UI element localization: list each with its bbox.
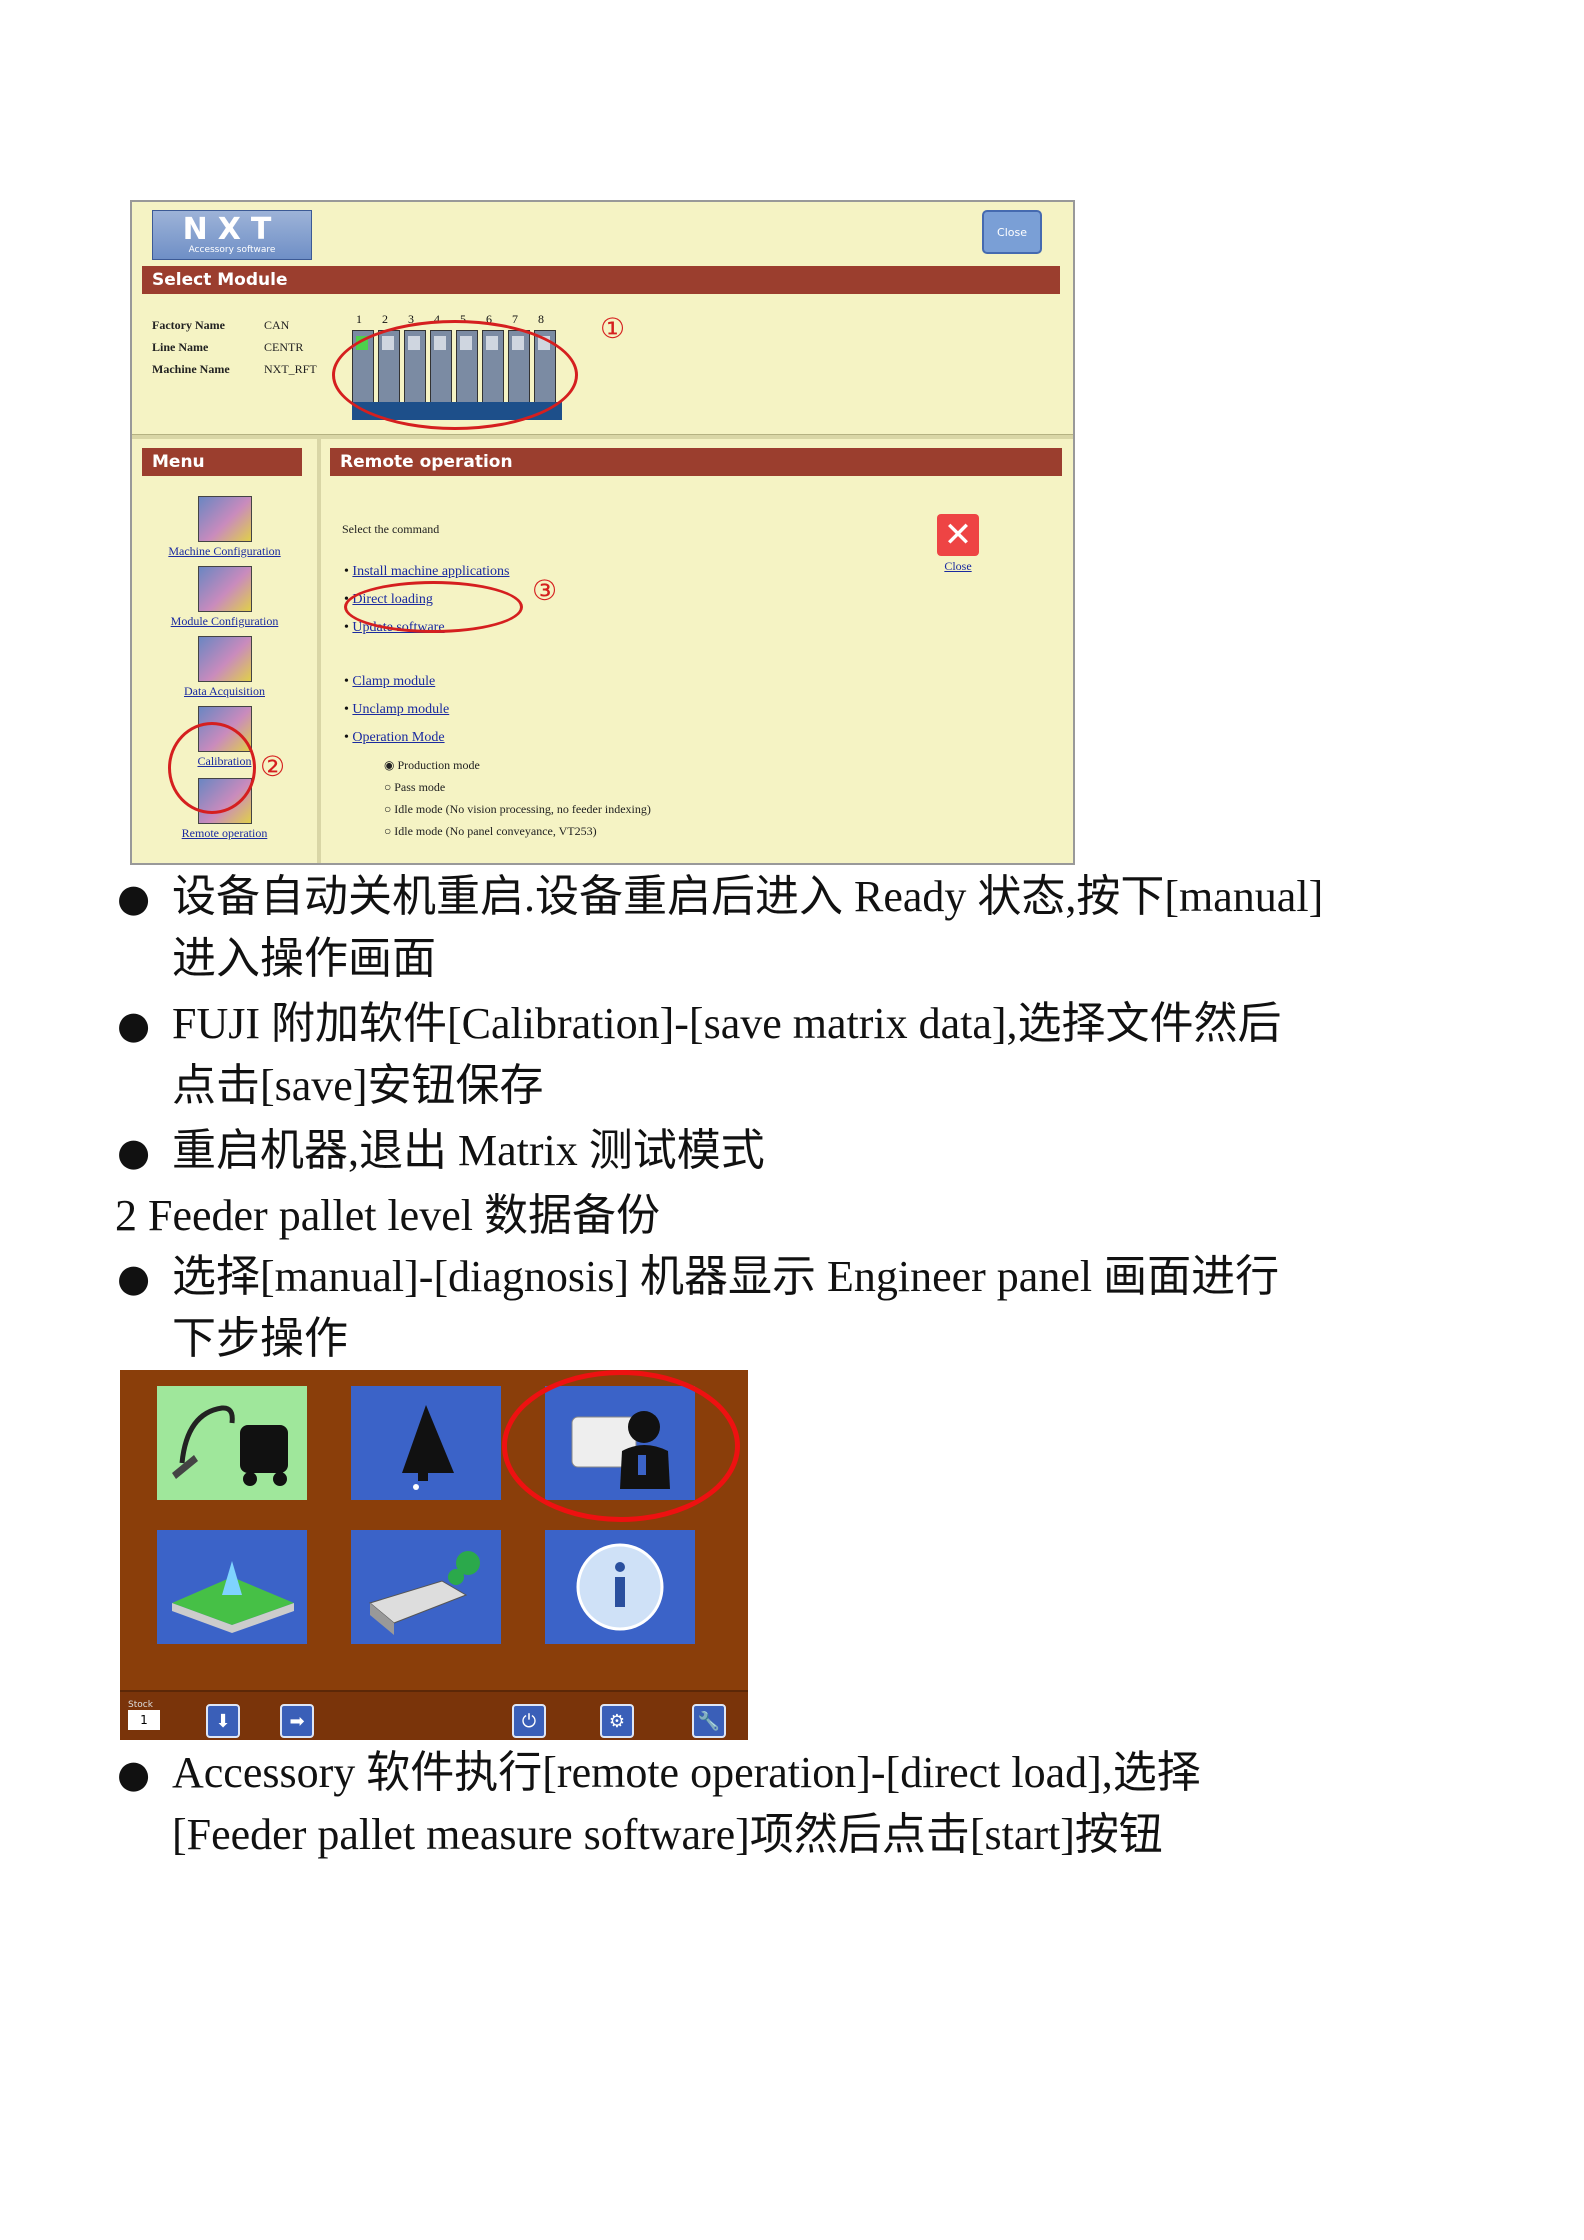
line-value: CENTR <box>264 340 304 354</box>
step-marker-3: ③ <box>532 574 558 607</box>
settings-icon[interactable]: ⚙ <box>600 1704 634 1738</box>
bullet-4-line-2: 下步操作 <box>172 1314 348 1363</box>
bullet-2-line-2: 点击[save]安钮保存 <box>172 1061 544 1110</box>
bullet-2-line-1: FUJI 附加软件[Calibration]-[save matrix data… <box>172 999 1282 1048</box>
line-name-row: Line Name CENTR <box>152 340 303 355</box>
data-acquisition-icon <box>197 636 252 682</box>
bullet: ● <box>117 1130 151 1174</box>
bullet-5-line-2: [Feeder pallet measure software]项然后点击[st… <box>172 1810 1163 1859</box>
highlight-oval-1 <box>332 320 578 430</box>
factory-label: Factory Name <box>152 318 225 332</box>
radio-label: Pass mode <box>394 780 446 794</box>
module-number: 8 <box>538 312 544 326</box>
step-marker-1: ① <box>600 312 626 345</box>
link-operation-mode[interactable]: Operation Mode <box>352 730 445 745</box>
module-number: 1 <box>356 312 362 326</box>
bullet-text-5: Accessory 软件执行[remote operation]-[direct… <box>172 1742 1472 1866</box>
remote-operation-header: Remote operation <box>330 448 1062 476</box>
link-operation-row: • Operation Mode <box>344 730 445 745</box>
factory-value: CAN <box>264 318 290 332</box>
link-install-row: • Install machine applications <box>344 564 510 579</box>
counter-label: Stock <box>128 1700 153 1710</box>
nozzle-icon[interactable] <box>351 1386 501 1500</box>
logo-text: NXT <box>182 212 282 247</box>
link-clamp-row: • Clamp module <box>344 674 436 689</box>
wrench-icon[interactable]: 🔧 <box>692 1704 726 1738</box>
menu-item-label: Module Configuration <box>170 614 279 628</box>
power-icon[interactable]: ⏻ <box>512 1704 546 1738</box>
machine-value: NXT_RFT <box>264 362 317 376</box>
bullet-text-1: 设备自动关机重启.设备重启后进入 Ready 状态,按下[manual] 进入操… <box>172 866 1472 990</box>
radio-label: Idle mode (No panel conveyance, VT253) <box>394 824 597 838</box>
pallet-icon[interactable] <box>157 1530 307 1644</box>
menu-item-label: Remote operation <box>181 826 268 840</box>
bullet: ● <box>117 1003 151 1047</box>
radio-idle-mode-vision[interactable]: ○ Idle mode (No vision processing, no fe… <box>384 802 651 816</box>
highlight-oval-3 <box>344 581 523 633</box>
menu-item-label: Data Acquisition <box>184 684 265 698</box>
link-clamp-module[interactable]: Clamp module <box>352 674 436 689</box>
bullet: ● <box>117 876 151 920</box>
radio-pass-mode[interactable]: ○ Pass mode <box>384 780 446 794</box>
menu-item-data-acquisition[interactable]: Data Acquisition <box>132 636 317 699</box>
bullet-text-3: 重启机器,退出 Matrix 测试模式 <box>172 1120 1472 1182</box>
command-prompt: Select the command <box>342 522 440 536</box>
select-module-header: Select Module <box>142 266 1060 294</box>
module-number: 5 <box>460 312 466 326</box>
link-unclamp-row: • Unclamp module <box>344 702 450 717</box>
radio-label: Idle mode (No vision processing, no feed… <box>394 802 651 816</box>
radio-label: Production mode <box>397 758 480 772</box>
bullet-1-line-1: 设备自动关机重启.设备重启后进入 Ready 状态,按下[manual] <box>172 872 1324 921</box>
step-marker-2: ② <box>260 750 286 783</box>
highlight-oval-4 <box>502 1370 740 1522</box>
machine-config-icon <box>197 496 252 542</box>
highlight-oval-2 <box>168 722 256 814</box>
accessory-software-screenshot: NXT Accessory software Close Select Modu… <box>130 200 1075 865</box>
factory-name-row: Factory Name CAN <box>152 318 289 333</box>
bullet-5-line-1: Accessory 软件执行[remote operation]-[direct… <box>172 1748 1201 1797</box>
right-arrow-icon[interactable]: ➡ <box>280 1704 314 1738</box>
link-install-machine-applications[interactable]: Install machine applications <box>352 564 510 579</box>
bullet: ● <box>117 1752 151 1796</box>
module-config-icon <box>197 566 252 612</box>
bottom-toolbar: Stock 1 ⬇ ➡ ⏻ ⚙ 🔧 <box>120 1690 748 1740</box>
logo-subtitle: Accessory software <box>188 245 276 255</box>
radio-idle-mode-panel[interactable]: ○ Idle mode (No panel conveyance, VT253) <box>384 824 597 838</box>
menu-header: Menu <box>142 448 302 476</box>
close-link[interactable]: Close <box>944 559 972 573</box>
bullet-1-line-2: 进入操作画面 <box>172 934 436 983</box>
vacuum-cleaner-icon[interactable] <box>157 1386 307 1500</box>
bullet-text-2: FUJI 附加软件[Calibration]-[save matrix data… <box>172 993 1472 1117</box>
down-arrow-icon[interactable]: ⬇ <box>206 1704 240 1738</box>
bullet: ● <box>117 1256 151 1300</box>
divider <box>132 434 1073 439</box>
radio-production-mode[interactable]: ◉ Production mode <box>384 758 480 772</box>
close-button[interactable]: Close <box>982 210 1042 254</box>
module-number: 7 <box>512 312 518 326</box>
engineer-panel-screenshot: Stock 1 ⬇ ➡ ⏻ ⚙ 🔧 <box>120 1370 748 1740</box>
module-number: 2 <box>382 312 388 326</box>
module-number: 6 <box>486 312 492 326</box>
close-x-button[interactable]: ✕ <box>937 514 979 556</box>
menu-item-module-configuration[interactable]: Module Configuration <box>132 566 317 629</box>
bullet-3-line-1: 重启机器,退出 Matrix 测试模式 <box>172 1126 765 1175</box>
link-unclamp-module[interactable]: Unclamp module <box>352 702 450 717</box>
machine-label: Machine Name <box>152 362 230 376</box>
bullet-4-line-1: 选择[manual]-[diagnosis] 机器显示 Engineer pan… <box>172 1252 1280 1301</box>
machine-name-row: Machine Name NXT_RFT <box>152 362 317 377</box>
bullet-text-4: 选择[manual]-[diagnosis] 机器显示 Engineer pan… <box>172 1246 1472 1370</box>
nxt-logo: NXT Accessory software <box>152 210 312 260</box>
menu-item-label: Machine Configuration <box>168 544 281 558</box>
counter-value: 1 <box>128 1710 160 1730</box>
section-heading: 2 Feeder pallet level 数据备份 <box>115 1191 660 1240</box>
feeder-icon[interactable] <box>351 1530 501 1644</box>
menu-item-machine-configuration[interactable]: Machine Configuration <box>132 496 317 559</box>
counter-display: Stock 1 <box>128 1700 164 1736</box>
line-label: Line Name <box>152 340 209 354</box>
module-number: 3 <box>408 312 414 326</box>
info-icon[interactable] <box>545 1530 695 1644</box>
module-number: 4 <box>434 312 440 326</box>
